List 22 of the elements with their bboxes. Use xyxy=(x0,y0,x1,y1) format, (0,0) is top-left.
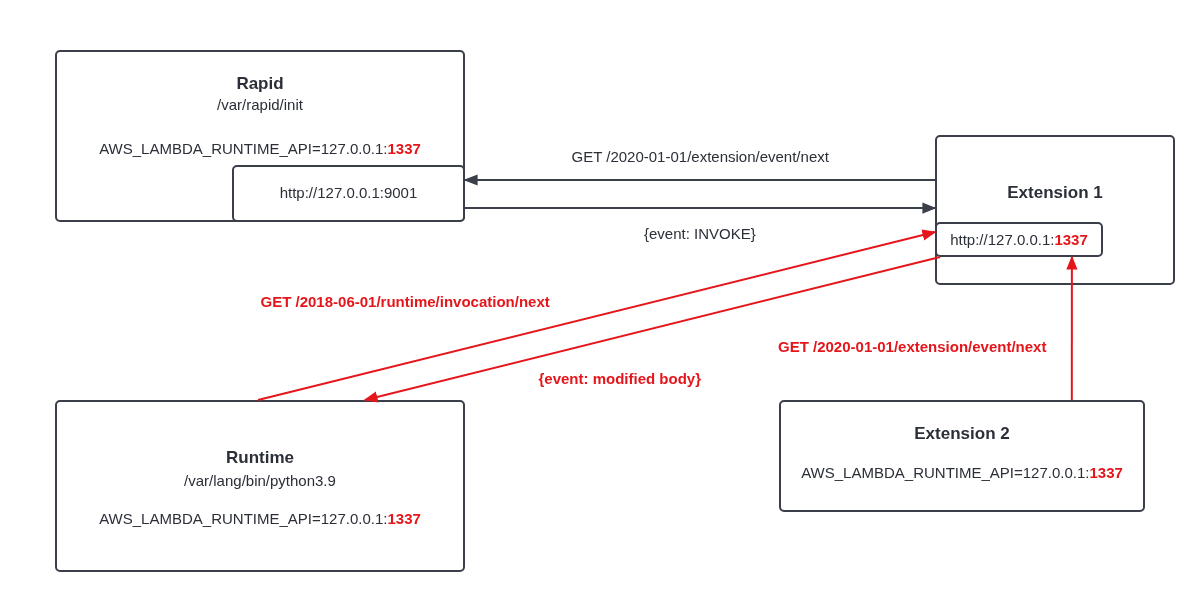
node-title: Extension 1 xyxy=(1006,183,1104,203)
endpoint-box xyxy=(232,165,465,222)
node-text: AWS_LAMBDA_RUNTIME_API=127.0.0.1:1337 xyxy=(98,140,422,157)
process-box xyxy=(55,400,465,572)
node-text: AWS_LAMBDA_RUNTIME_API=127.0.0.1:1337 xyxy=(98,510,422,527)
node-text: AWS_LAMBDA_RUNTIME_API=127.0.0.1:1337 xyxy=(800,464,1124,481)
arrow xyxy=(464,202,937,214)
arrow xyxy=(363,256,942,403)
node-text: /var/lang/bin/python3.9 xyxy=(183,472,337,489)
node-title: Runtime xyxy=(225,448,295,468)
node-text: http://127.0.0.1:1337 xyxy=(949,231,1089,248)
process-box xyxy=(779,400,1145,512)
arrow xyxy=(256,229,937,401)
node-title: Extension 2 xyxy=(913,424,1011,444)
process-box xyxy=(935,135,1175,285)
node-title: Rapid xyxy=(235,74,285,94)
node-text: http://127.0.0.1:9001 xyxy=(278,184,419,201)
arrow xyxy=(1066,255,1078,401)
node-text: /var/rapid/init xyxy=(216,96,304,113)
endpoint-box xyxy=(935,222,1103,257)
arrow xyxy=(463,174,936,186)
process-box xyxy=(55,50,465,222)
